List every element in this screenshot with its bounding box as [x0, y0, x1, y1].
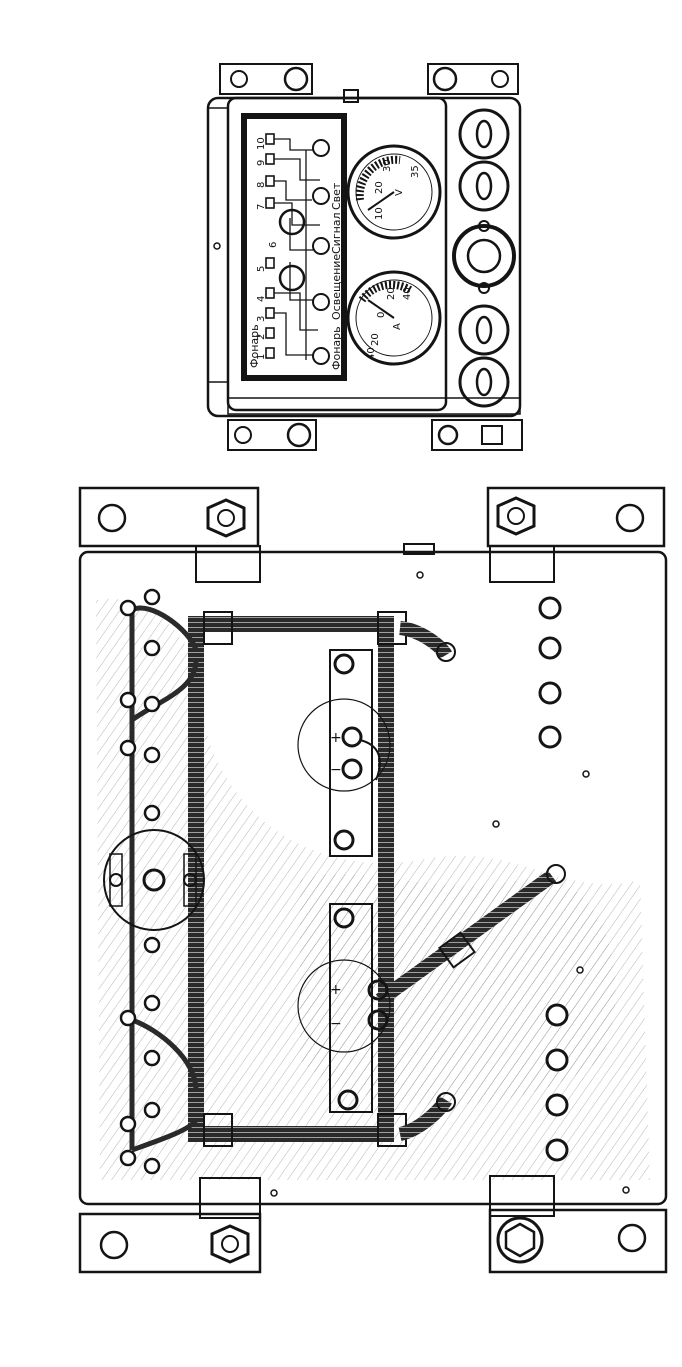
- cable-grommet: [436, 642, 456, 662]
- label-svet: Свет: [330, 182, 343, 210]
- label-osveshchenie: Освещение: [330, 254, 343, 320]
- bracket-bolt: [283, 66, 309, 92]
- label-fonar-2: Фонарь: [330, 326, 343, 370]
- terminal-column: [265, 133, 275, 359]
- terminal-number: 8: [256, 182, 267, 188]
- bracket-top-left: [219, 63, 313, 95]
- switch-4[interactable]: [458, 304, 510, 356]
- bracket-bottom-left: [227, 419, 317, 451]
- lower-meter-plus: +: [330, 982, 342, 998]
- bracket-hole: [617, 1223, 647, 1253]
- front-panel: 10 9 8 7 6 5 4 3 2 1: [206, 63, 523, 451]
- terminal-number: 1: [256, 354, 267, 360]
- terminal-number: 9: [256, 160, 267, 166]
- cable-branch: [398, 621, 452, 660]
- cable-branch: [398, 1096, 453, 1141]
- ammeter-scale: 0: [376, 312, 387, 318]
- lower-meter-minus: −: [330, 1016, 342, 1032]
- upper-meter-plus: +: [330, 730, 342, 746]
- front-bottom-edge: [227, 397, 521, 415]
- bracket-bottom-right: [431, 419, 523, 451]
- terminal-number: 7: [256, 204, 267, 210]
- switch-5[interactable]: [458, 356, 510, 408]
- switch-1[interactable]: [458, 108, 510, 160]
- terminal-numbers: 10 9 8 7 6 5 4 3 2 1: [256, 137, 279, 360]
- bracket-bolt: [432, 66, 458, 92]
- top-stud: [343, 89, 359, 103]
- voltmeter-scale: 10: [374, 207, 385, 220]
- bracket-top-right: [427, 63, 519, 95]
- ammeter-scale: 40: [366, 347, 377, 360]
- terminal-number: 6: [268, 242, 279, 248]
- front-face: [226, 96, 448, 412]
- ammeter-scale: 20: [386, 287, 397, 300]
- bracket-bolt: [286, 422, 312, 448]
- switch-3[interactable]: [452, 224, 516, 288]
- terminal-number: 4: [256, 296, 267, 302]
- ammeter-unit: A: [392, 323, 403, 330]
- lower-meter-back: + −: [297, 903, 391, 1113]
- bracket-hole: [99, 1230, 129, 1260]
- ammeter-scale: 20: [370, 333, 381, 346]
- bracket-nut: [496, 496, 536, 536]
- switch-column: [452, 108, 516, 408]
- bracket-hole: [97, 503, 127, 533]
- switch-2[interactable]: [458, 160, 510, 212]
- cable-diagonal: [375, 870, 557, 1006]
- bracket-hole: [230, 70, 248, 88]
- rear-bracket-top-right: [486, 486, 666, 548]
- bracket-hole: [234, 426, 252, 444]
- bracket-nut-large: [496, 1216, 544, 1264]
- terminal-number: 5: [256, 266, 267, 272]
- terminal-number: 3: [256, 316, 267, 322]
- plate-tab: [195, 545, 261, 583]
- bracket-nut: [206, 498, 246, 538]
- bracket-hole: [615, 503, 645, 533]
- bracket-bolt: [437, 424, 459, 446]
- lamp-sockets: [312, 139, 330, 365]
- terminal-number: 2: [256, 334, 267, 340]
- voltmeter-scale: 20: [374, 181, 385, 194]
- ammeter: 20 0 20 40 40 A: [346, 270, 442, 366]
- voltmeter: 10 20 30 35 V: [346, 144, 442, 240]
- bracket-hole: [491, 70, 509, 88]
- ammeter-scale: 40: [402, 287, 413, 300]
- fuse-round: [278, 264, 306, 292]
- cable-clamp: [203, 1113, 233, 1147]
- rear-bracket-top-left: [78, 486, 260, 548]
- voltmeter-scale: 35: [410, 165, 421, 178]
- front-housing-side: [207, 107, 229, 383]
- cable-grommet: [436, 1092, 456, 1112]
- left-terminals: [119, 588, 161, 1175]
- voltmeter-scale: 30: [382, 159, 393, 172]
- plate-tab: [489, 545, 555, 583]
- cable-clamp: [203, 611, 233, 645]
- plate-holes: [270, 571, 630, 1197]
- upper-meter-minus: −: [330, 762, 342, 778]
- bracket-nut: [210, 1224, 250, 1264]
- right-nuts: [538, 596, 569, 1162]
- fuse-round: [278, 208, 306, 236]
- side-hole: [213, 242, 221, 250]
- fuse-holder: [103, 829, 205, 931]
- label-signal: Сигнал: [330, 212, 343, 254]
- cable-grommet: [546, 864, 566, 884]
- rear-plate: [78, 550, 668, 1206]
- rear-bracket-bottom-right: [488, 1208, 668, 1274]
- bracket-square: [481, 425, 503, 445]
- upper-meter-back: + −: [297, 649, 391, 857]
- top-stud: [403, 543, 435, 555]
- terminal-number: 10: [256, 137, 267, 150]
- plate-tab: [199, 1177, 261, 1219]
- rear-panel: + − + −: [78, 486, 668, 1274]
- cable-clamp: [438, 931, 476, 969]
- strip-labels: Фонарь Фонарь Освещение Сигнал Свет: [248, 182, 343, 370]
- voltmeter-unit: V: [394, 189, 405, 196]
- circuit-wires: [274, 138, 320, 360]
- plate-tab: [489, 1175, 555, 1217]
- rear-bracket-bottom-left: [78, 1212, 262, 1274]
- label-fonar-1: Фонарь: [248, 324, 261, 368]
